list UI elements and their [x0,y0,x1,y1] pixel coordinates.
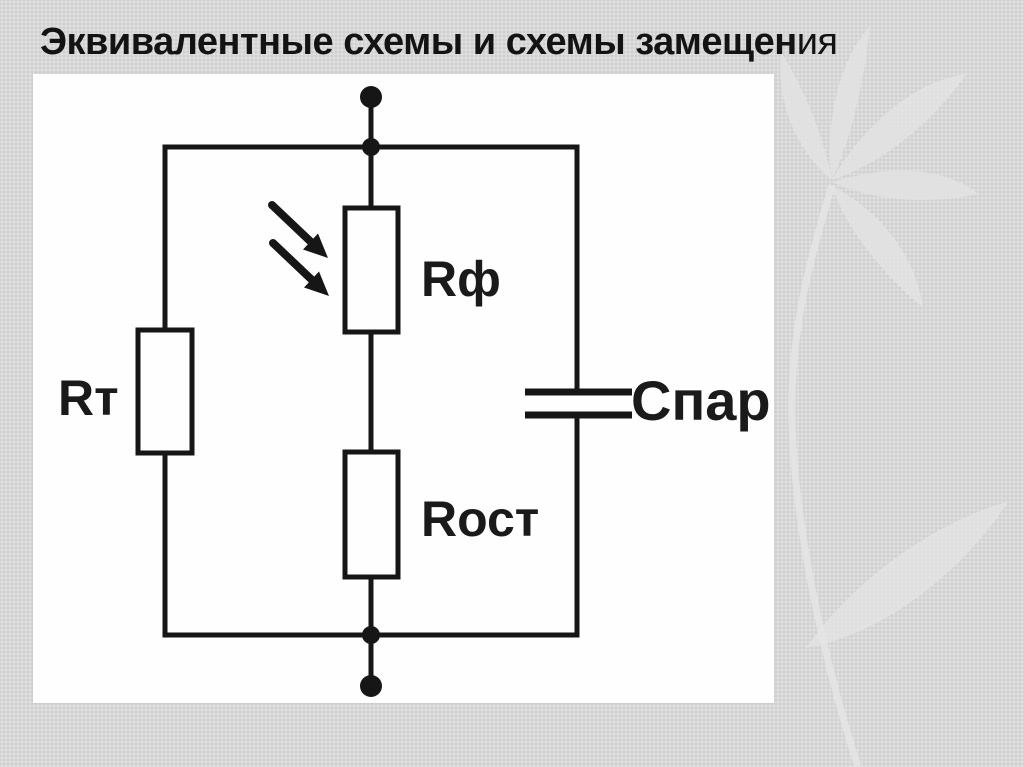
label-parasitic-capacitor: Спар [631,369,771,432]
label-residual-resistor: Rост [421,491,539,547]
incident-light-arrows-icon [268,201,329,296]
resistor-rf-body [342,205,401,335]
resistor-rt-body [135,327,195,456]
bottom-terminal-dot [360,675,382,697]
circuit-panel: Rт Rф Rост Спар [33,74,774,703]
slide-title-main: Эквивалентные схемы и схемы замещен [40,21,797,63]
label-photoresistor: Rф [421,251,501,307]
leaf-shape [806,502,1008,648]
equivalent-circuit-diagram: Rт Rф Rост Спар [58,86,771,697]
top-terminal-dot [360,86,382,108]
resistor-rost-body [342,449,401,580]
leaf-shape [832,186,923,308]
leaf-shape [780,52,832,180]
slide-title-tail: ия [796,21,838,63]
leaf-shape [832,74,966,180]
slide-title: Эквивалентные схемы и схемы замещения [40,22,838,62]
bottom-junction-dot [362,626,380,644]
leaf-shape [833,170,978,201]
label-thermistor: Rт [58,370,119,426]
top-junction-dot [362,138,380,156]
stem-shape [788,184,862,767]
